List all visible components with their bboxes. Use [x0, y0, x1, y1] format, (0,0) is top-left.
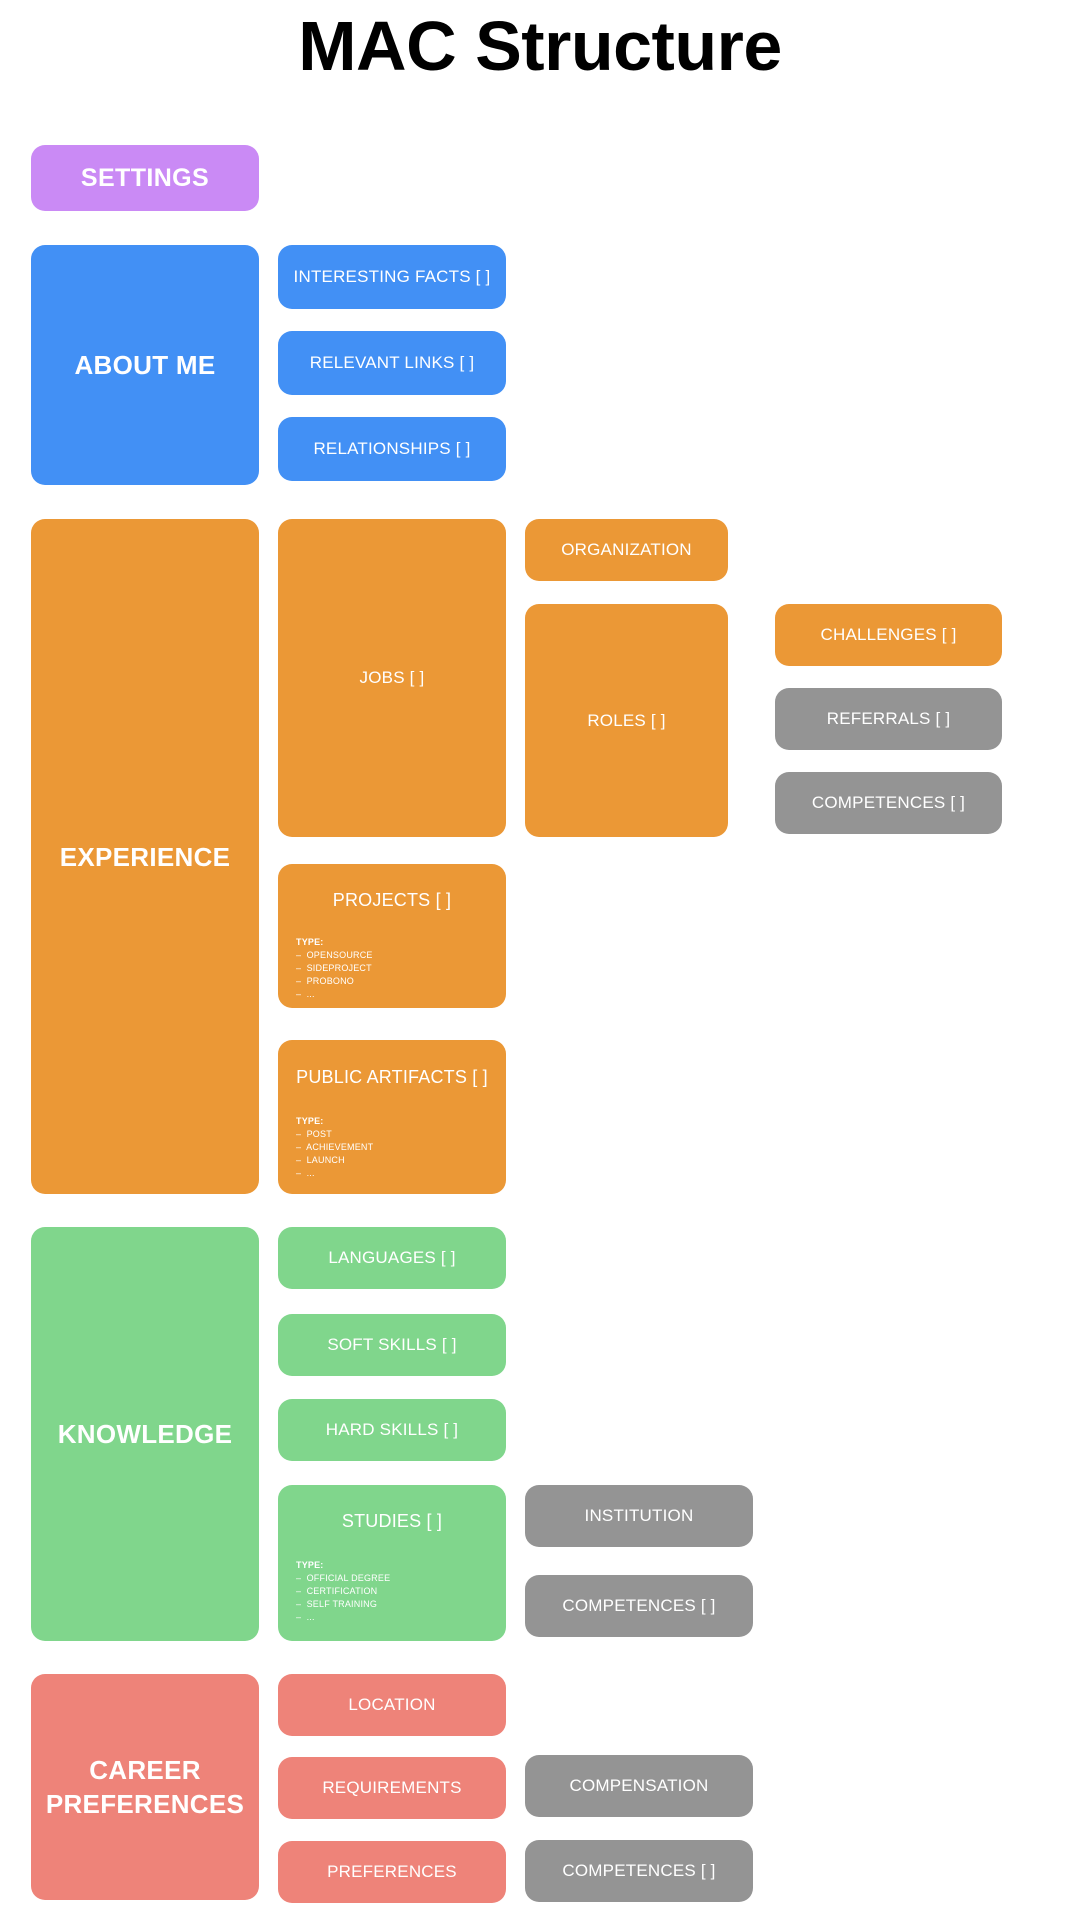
node-preferences[interactable]: PREFERENCES — [278, 1841, 506, 1903]
public-artifacts-type-item: – LAUNCH — [296, 1155, 345, 1165]
node-studies-title: STUDIES [ ] — [341, 1511, 443, 1531]
projects-type-item: – SIDEPROJECT — [296, 963, 372, 973]
node-public-artifacts[interactable]: PUBLIC ARTIFACTS [ ] TYPE: – POST – ACHI… — [278, 1040, 506, 1194]
node-organization[interactable]: ORGANIZATION — [525, 519, 728, 581]
public-artifacts-type-item: – ... — [296, 1168, 315, 1178]
node-career-competences[interactable]: COMPETENCES [ ] — [525, 1840, 753, 1902]
node-knowledge[interactable]: KNOWLEDGE — [31, 1227, 259, 1641]
node-relevant-links[interactable]: RELEVANT LINKS [ ] — [278, 331, 506, 395]
node-hard-skills[interactable]: HARD SKILLS [ ] — [278, 1399, 506, 1461]
node-knowledge-competences[interactable]: COMPETENCES [ ] — [525, 1575, 753, 1637]
node-location[interactable]: LOCATION — [278, 1674, 506, 1736]
node-experience-competences[interactable]: COMPETENCES [ ] — [775, 772, 1002, 834]
node-experience[interactable]: EXPERIENCE — [31, 519, 259, 1194]
node-soft-skills[interactable]: SOFT SKILLS [ ] — [278, 1314, 506, 1376]
node-projects[interactable]: PROJECTS [ ] TYPE: – OPENSOURCE – SIDEPR… — [278, 864, 506, 1008]
node-referrals[interactable]: REFERRALS [ ] — [775, 688, 1002, 750]
page-title: MAC Structure — [298, 7, 782, 85]
studies-type-item: – CERTIFICATION — [296, 1586, 378, 1596]
studies-type-list: TYPE: – OFFICIAL DEGREE – CERTIFICATION … — [296, 1559, 390, 1624]
public-artifacts-type-item: – POST — [296, 1129, 332, 1139]
projects-type-item: – OPENSOURCE — [296, 950, 373, 960]
node-institution[interactable]: INSTITUTION — [525, 1485, 753, 1547]
projects-type-item: – PROBONO — [296, 976, 355, 986]
node-public-artifacts-title: PUBLIC ARTIFACTS [ ] — [296, 1067, 488, 1087]
projects-type-list: TYPE: – OPENSOURCE – SIDEPROJECT – PROBO… — [296, 936, 373, 1001]
node-studies[interactable]: STUDIES [ ] TYPE: – OFFICIAL DEGREE – CE… — [278, 1485, 506, 1641]
node-requirements[interactable]: REQUIREMENTS — [278, 1757, 506, 1819]
node-compensation[interactable]: COMPENSATION — [525, 1755, 753, 1817]
node-relationships[interactable]: RELATIONSHIPS [ ] — [278, 417, 506, 481]
node-jobs[interactable]: JOBS [ ] — [278, 519, 506, 837]
studies-type-item: – OFFICIAL DEGREE — [296, 1573, 391, 1583]
public-artifacts-type-list: TYPE: – POST – ACHIEVEMENT – LAUNCH – ..… — [296, 1115, 373, 1180]
studies-type-item: – ... — [296, 1612, 315, 1622]
projects-type-item: – ... — [296, 989, 315, 999]
public-artifacts-type-item: – ACHIEVEMENT — [296, 1142, 374, 1152]
studies-type-label: TYPE: — [296, 1560, 324, 1570]
node-challenges[interactable]: CHALLENGES [ ] — [775, 604, 1002, 666]
node-languages[interactable]: LANGUAGES [ ] — [278, 1227, 506, 1289]
node-settings[interactable]: SETTINGS — [31, 145, 259, 211]
node-about-me[interactable]: ABOUT ME — [31, 245, 259, 485]
public-artifacts-type-label: TYPE: — [296, 1116, 324, 1126]
projects-type-label: TYPE: — [296, 937, 324, 947]
node-projects-title: PROJECTS [ ] — [332, 890, 452, 910]
node-roles[interactable]: ROLES [ ] — [525, 604, 728, 837]
node-interesting-facts[interactable]: INTERESTING FACTS [ ] — [278, 245, 506, 309]
studies-type-item: – SELF TRAINING — [296, 1599, 378, 1609]
node-career-preferences[interactable]: CAREER PREFERENCES — [31, 1674, 259, 1900]
